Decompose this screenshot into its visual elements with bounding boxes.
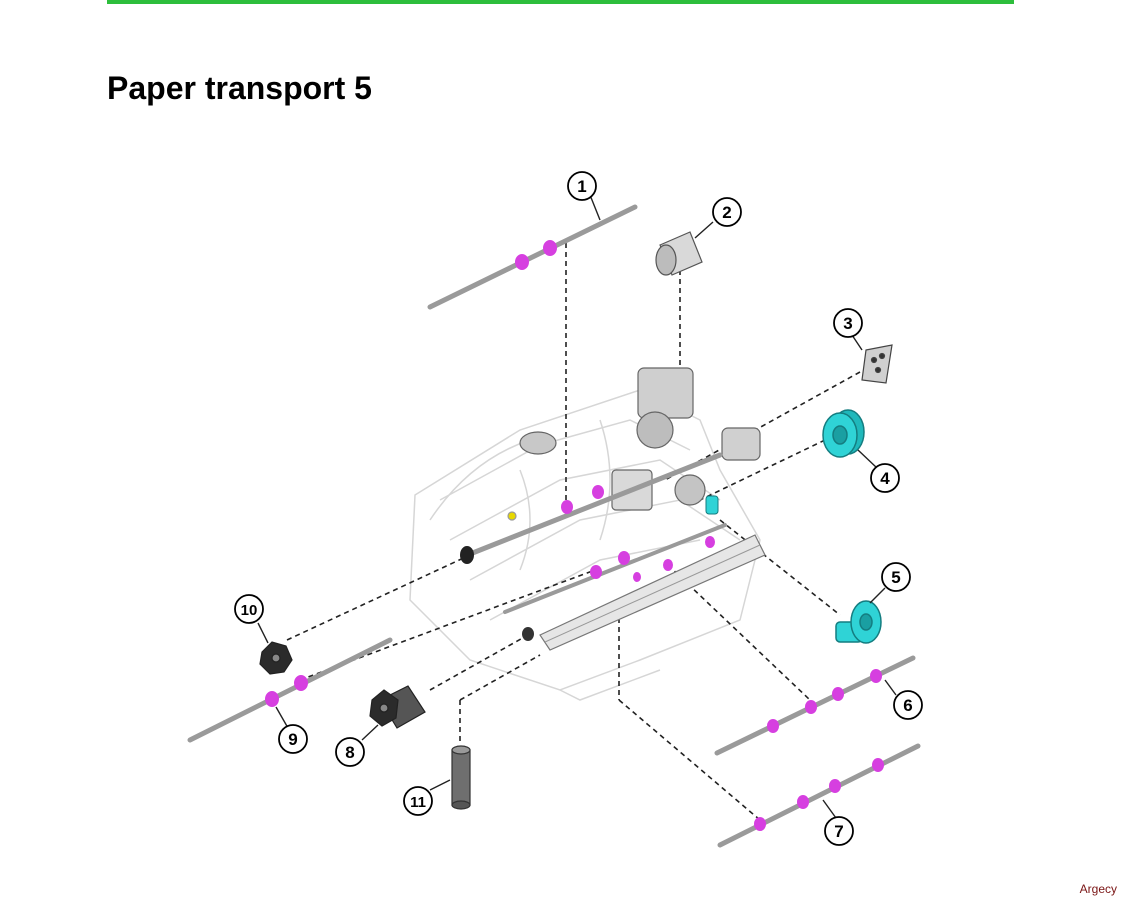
cyan-clip bbox=[705, 495, 719, 515]
center-shaft bbox=[460, 452, 723, 564]
callout-11: 11 bbox=[403, 786, 433, 816]
svg-text:2: 2 bbox=[722, 203, 731, 222]
svg-text:8: 8 bbox=[345, 743, 354, 762]
callout-leaders bbox=[257, 194, 897, 819]
footer-brand: Argecy bbox=[1079, 882, 1117, 896]
callout-1: 1 bbox=[567, 171, 597, 201]
callout-6: 6 bbox=[893, 690, 923, 720]
svg-text:1: 1 bbox=[577, 177, 586, 196]
callout-7: 7 bbox=[824, 816, 854, 846]
svg-text:3: 3 bbox=[843, 314, 852, 333]
svg-text:7: 7 bbox=[834, 822, 843, 841]
part-9-roller-shaft bbox=[187, 637, 393, 743]
svg-text:10: 10 bbox=[241, 602, 258, 619]
part-2-bushing bbox=[655, 231, 703, 276]
part-5-pulley bbox=[835, 600, 882, 644]
callout-4: 4 bbox=[870, 463, 900, 493]
callout-5: 5 bbox=[881, 562, 911, 592]
svg-text:4: 4 bbox=[880, 469, 890, 488]
svg-text:9: 9 bbox=[288, 730, 297, 749]
part-8-knob bbox=[369, 685, 426, 729]
callout-2: 2 bbox=[712, 197, 742, 227]
callout-9: 9 bbox=[278, 724, 308, 754]
svg-text:11: 11 bbox=[410, 794, 426, 811]
leader-lines bbox=[286, 243, 861, 821]
part-11-sleeve bbox=[451, 745, 471, 810]
svg-text:5: 5 bbox=[891, 568, 900, 587]
center-assemblies bbox=[507, 367, 761, 521]
header-accent-bar bbox=[107, 0, 1014, 4]
part-6-roller-shaft bbox=[714, 655, 916, 756]
svg-text:6: 6 bbox=[903, 696, 912, 715]
part-7-roller-shaft bbox=[717, 743, 921, 848]
part-1-roller-shaft bbox=[427, 204, 638, 310]
callout-3: 3 bbox=[833, 308, 863, 338]
callout-8: 8 bbox=[335, 737, 365, 767]
callout-10: 10 bbox=[234, 594, 264, 624]
guide-rail-assembly bbox=[503, 523, 766, 651]
part-4-gear bbox=[822, 409, 865, 458]
part-10-gear bbox=[259, 641, 293, 675]
part-3-bracket bbox=[861, 344, 893, 384]
page-title: Paper transport 5 bbox=[107, 70, 372, 106]
